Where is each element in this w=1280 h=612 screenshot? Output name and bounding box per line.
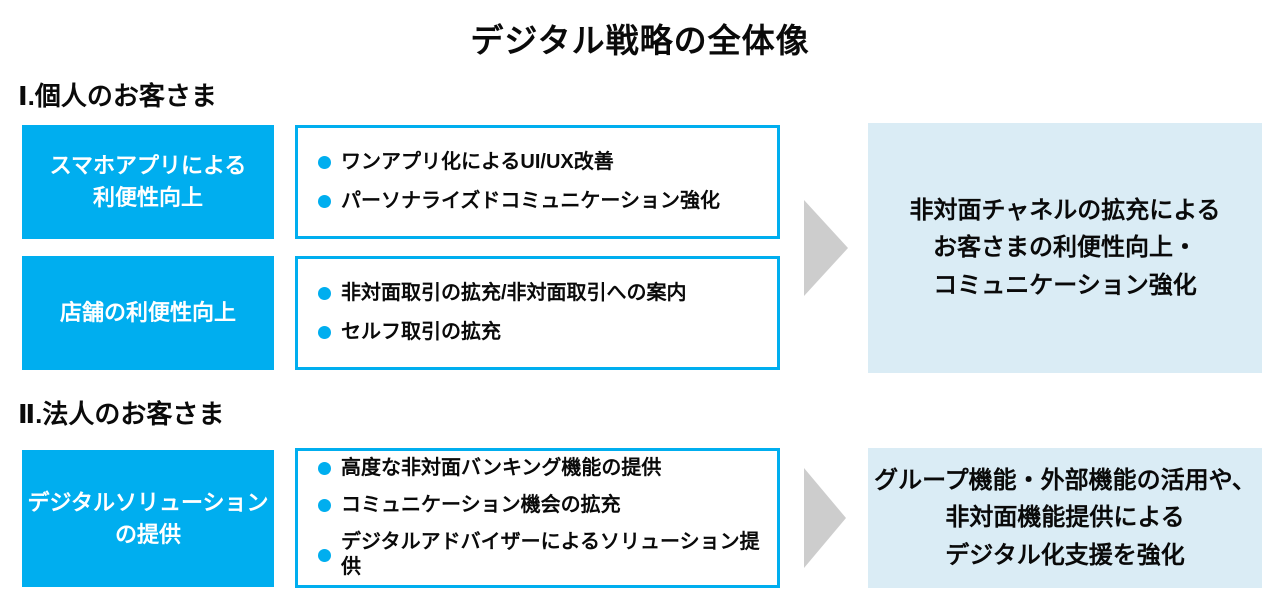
section-individual-heading: Ⅰ.個人のお客さま [18, 81, 217, 111]
arrow-right-icon [804, 200, 848, 296]
bullet-item: セルフ取引の拡充 [318, 320, 763, 345]
bullet-item: 非対面取引の拡充/非対面取引への案内 [318, 281, 763, 306]
bullet-text: コミュニケーション機会の拡充 [341, 494, 621, 516]
detail-box-digital-solution: 高度な非対面バンキング機能の提供 コミュニケーション機会の拡充 デジタルアドバイ… [295, 448, 780, 588]
strategy-box-smartphone-app: スマホアプリによる 利便性向上 [22, 125, 274, 239]
detail-box-smartphone-app: ワンアプリ化によるUI/UX改善 パーソナライズドコミュニケーション強化 [295, 125, 780, 239]
outcome-box-corporate-text: グループ機能・外部機能の活用や、 非対面機能提供による デジタル化支援を強化 [874, 467, 1256, 569]
section-corporate-heading: Ⅱ.法人のお客さま [18, 399, 225, 429]
bullet-dot-icon [318, 326, 331, 339]
strategy-box-digital-solution-label: デジタルソリューション の提供 [27, 489, 269, 547]
bullet-dot-icon [318, 195, 331, 208]
bullet-dot-icon [318, 287, 331, 300]
arrow-right-icon [804, 468, 846, 568]
bullet-dot-icon [318, 156, 331, 169]
bullet-dot-icon [318, 499, 331, 512]
bullet-dot-icon [318, 462, 331, 475]
bullet-text: 高度な非対面バンキング機能の提供 [341, 457, 662, 479]
strategy-box-digital-solution: デジタルソリューション の提供 [22, 450, 274, 587]
outcome-box-corporate: グループ機能・外部機能の活用や、 非対面機能提供による デジタル化支援を強化 [868, 448, 1262, 588]
strategy-box-branch-convenience-label: 店舗の利便性向上 [59, 300, 236, 326]
outcome-box-individual: 非対面チャネルの拡充による お客さまの利便性向上・ コミュニケーション強化 [868, 123, 1262, 373]
detail-box-branch-convenience: 非対面取引の拡充/非対面取引への案内 セルフ取引の拡充 [295, 256, 780, 370]
bullet-text: 非対面取引の拡充/非対面取引への案内 [341, 282, 687, 304]
bullet-dot-icon [318, 548, 331, 562]
outcome-box-individual-text: 非対面チャネルの拡充による お客さまの利便性向上・ コミュニケーション強化 [909, 197, 1221, 299]
bullet-item: パーソナライズドコミュニケーション強化 [318, 189, 763, 214]
strategy-box-smartphone-app-label: スマホアプリによる 利便性向上 [49, 153, 247, 210]
bullet-text: ワンアプリ化によるUI/UX改善 [341, 151, 614, 173]
bullet-text: セルフ取引の拡充 [341, 321, 501, 343]
bullet-item: デジタルアドバイザーによるソリューション提供 [318, 530, 763, 580]
strategy-box-branch-convenience: 店舗の利便性向上 [22, 256, 274, 370]
page-title: デジタル戦略の全体像 [470, 22, 810, 59]
bullet-item: コミュニケーション機会の拡充 [318, 493, 763, 518]
bullet-text: デジタルアドバイザーによるソリューション提供 [341, 531, 760, 578]
bullet-item: ワンアプリ化によるUI/UX改善 [318, 150, 763, 175]
bullet-item: 高度な非対面バンキング機能の提供 [318, 456, 763, 481]
bullet-text: パーソナライズドコミュニケーション強化 [341, 190, 720, 212]
